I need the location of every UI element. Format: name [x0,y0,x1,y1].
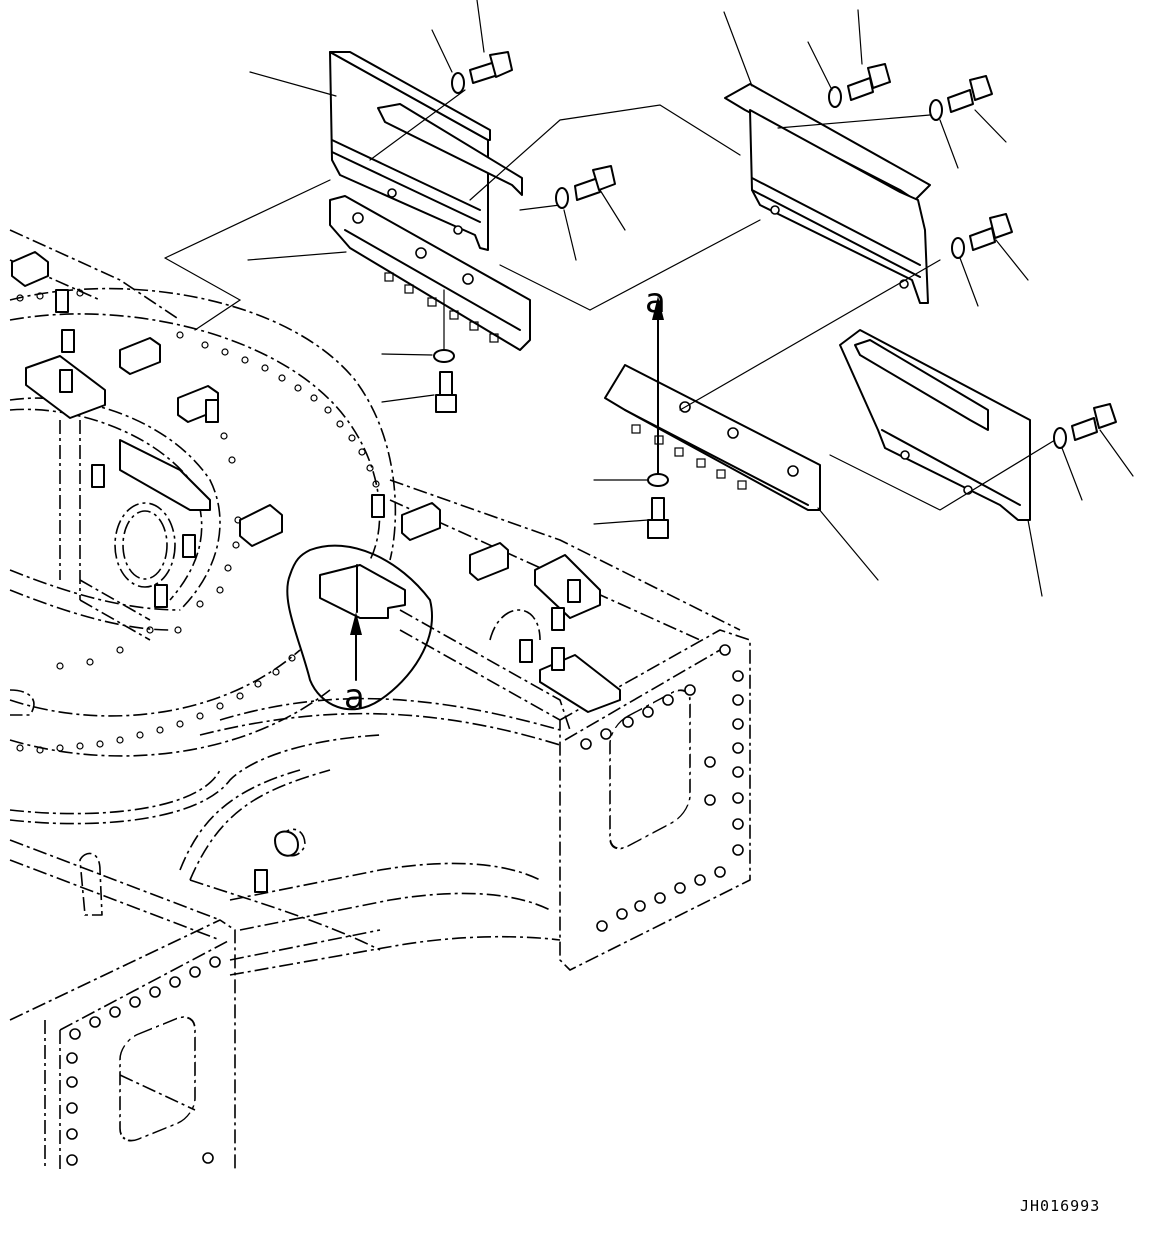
frame-mounting-blocks [11,251,621,893]
upper-right-cover-assembly: a [499,9,1134,597]
view-a-callout: a [286,544,433,717]
view-a-label: a [344,677,365,717]
upper-left-cover-assembly [164,0,741,413]
drawing-number: JH016993 [1020,1197,1100,1215]
frame-holes [16,289,744,1166]
revolving-frame [9,229,751,1170]
view-a-label-upper: a [645,281,666,321]
